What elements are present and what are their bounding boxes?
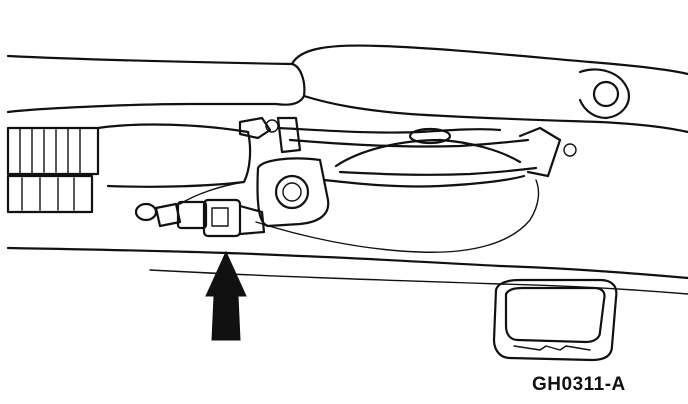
upper-right-bolt [578, 68, 630, 120]
cable-and-connector [134, 179, 540, 253]
bolt-icon [592, 80, 620, 108]
linkage-rods [276, 126, 577, 178]
connector-body [176, 200, 208, 230]
access-opening [492, 278, 618, 362]
lower-frame-rail [6, 246, 688, 295]
bolt-icon [274, 174, 310, 210]
left-structure [6, 123, 252, 214]
figure-id-label: GH0311-A [532, 374, 626, 395]
up-arrow-icon [205, 250, 247, 341]
upper-body-panel [6, 44, 688, 134]
connector-lock [202, 198, 242, 238]
mounting-bracket [256, 138, 526, 228]
pivot-bolt [238, 116, 302, 154]
